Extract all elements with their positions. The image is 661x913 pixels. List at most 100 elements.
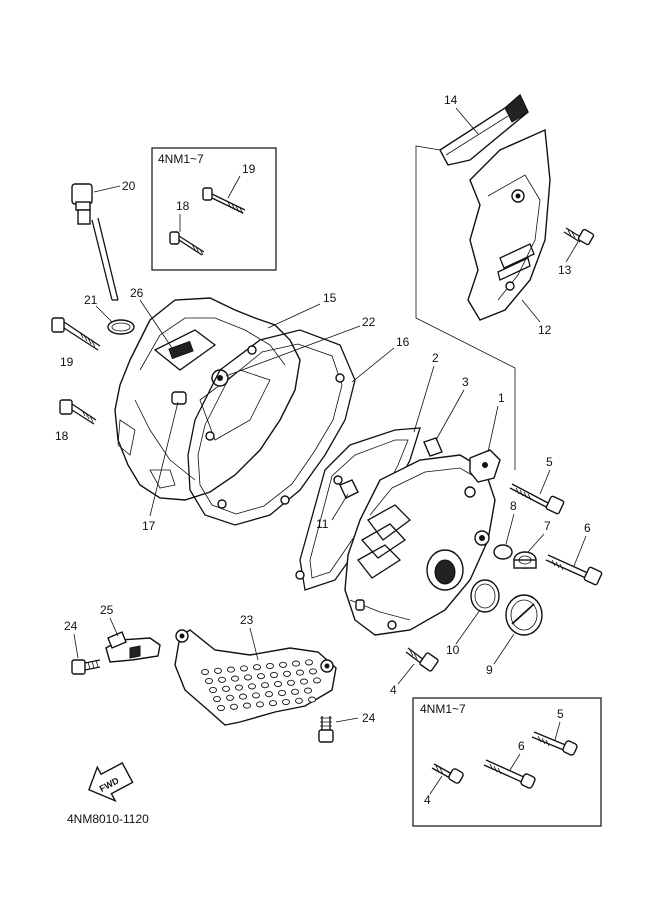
group-bracket-12 [415, 145, 516, 470]
forward-arrow-icon: FWD [88, 762, 134, 803]
label-18: 18 [55, 429, 69, 443]
label-5: 5 [546, 455, 553, 469]
label-6: 6 [584, 521, 591, 535]
bolt-18-inset [169, 231, 205, 256]
skid-plate-23 [174, 629, 337, 726]
cap-9 [505, 594, 543, 636]
skid-plate-hole [287, 679, 295, 686]
bolt-18 [59, 399, 97, 425]
label-4-inset: 4 [424, 793, 431, 807]
skid-plate-hole [279, 661, 287, 668]
skid-plate-hole [266, 662, 274, 670]
skid-plate-hole [309, 668, 317, 675]
label-10: 10 [446, 643, 460, 657]
skid-plate-hole [274, 680, 282, 688]
label-24: 24 [64, 619, 78, 633]
skid-plate-hole [239, 693, 247, 700]
label-16: 16 [396, 335, 410, 349]
skid-plate-hole [305, 659, 313, 666]
skid-plate-hole [278, 689, 286, 697]
skid-plate-hole [292, 660, 300, 667]
diagram-code: 4NM8010-1120 [67, 812, 149, 826]
bolt-5-inset [531, 731, 578, 756]
label-7: 7 [544, 519, 551, 533]
label-26: 26 [130, 286, 144, 300]
crankcase-left [114, 297, 301, 501]
bolt-24-bottom [318, 716, 334, 743]
skid-plate-hole [227, 666, 235, 673]
skid-plate-hole [244, 674, 252, 681]
skid-plate-hole [291, 688, 299, 695]
label-20: 20 [122, 179, 136, 193]
skid-plate-hole [218, 676, 226, 683]
inset-title-bottom: 4NM1~7 [420, 702, 466, 716]
dowel-11 [339, 479, 359, 499]
skid-plate-hole [283, 670, 291, 677]
skid-plate-hole [217, 704, 225, 712]
skid-plate-hole [304, 687, 312, 694]
label-13: 13 [558, 263, 572, 277]
label-22: 22 [362, 315, 376, 329]
skid-plate-hole [270, 671, 278, 679]
label-19-inset: 19 [242, 162, 256, 176]
skid-plate-hole [240, 665, 248, 672]
skid-plate-hole [226, 694, 234, 701]
label-19: 19 [60, 355, 74, 369]
inset-frame-bottom [412, 697, 602, 827]
label-3: 3 [462, 375, 469, 389]
skid-plate-hole [261, 682, 269, 689]
label-17: 17 [142, 519, 156, 533]
label-9: 9 [486, 663, 493, 677]
skid-plate-hole [235, 684, 243, 691]
label-6-inset: 6 [518, 739, 525, 753]
label-14: 14 [444, 93, 458, 107]
skid-plate-hole [256, 701, 264, 708]
inset-title: 4NM1~7 [158, 152, 204, 166]
skid-plate-hole [252, 692, 260, 699]
label-8: 8 [510, 499, 517, 513]
inset-box-bottom: 4NM1~7 5 6 4 [412, 697, 602, 827]
plug-7 [513, 551, 537, 569]
bolt-4-inset [431, 763, 464, 784]
skid-plate-hole [296, 669, 304, 676]
skid-plate-hole [265, 691, 273, 698]
label-23: 23 [240, 613, 254, 627]
label-24-bottom: 24 [362, 711, 376, 725]
bracket-25 [105, 631, 161, 663]
skid-plate-hole [248, 683, 256, 690]
skid-plate-hole [243, 702, 251, 709]
skid-plate-hole [308, 696, 316, 703]
label-18-inset: 18 [176, 199, 190, 213]
skid-plate-holes [201, 659, 321, 712]
bolt-24-left [71, 659, 101, 675]
skid-plate-hole [257, 673, 265, 680]
skid-plate-hole [205, 677, 213, 685]
bolt-13 [563, 227, 595, 246]
label-2: 2 [432, 351, 439, 365]
sprocket-cover-12 [467, 128, 551, 321]
label-5-inset: 5 [557, 707, 564, 721]
skid-plate-hole [282, 698, 290, 706]
bolt-6 [545, 554, 603, 586]
gasket-16 [187, 329, 356, 526]
label-25: 25 [100, 603, 114, 617]
skid-plate-hole [201, 668, 209, 676]
bolt-19 [51, 317, 101, 351]
skid-plate-hole [269, 700, 277, 707]
skid-plate-hole [222, 685, 230, 692]
bolt-5 [509, 483, 565, 515]
skid-plate-hole [213, 695, 221, 703]
skid-plate-hole [300, 678, 308, 685]
cover-piece-14 [439, 93, 529, 166]
dowel-3 [423, 437, 443, 457]
label-12: 12 [538, 323, 552, 337]
label-1: 1 [498, 391, 505, 405]
skid-plate-hole [231, 675, 239, 682]
label-4: 4 [390, 683, 397, 697]
skid-plate-hole [214, 667, 222, 674]
skid-plate-hole [313, 677, 321, 684]
label-11: 11 [316, 517, 329, 531]
skid-plate-hole [253, 664, 261, 671]
bolt-4 [405, 647, 439, 672]
